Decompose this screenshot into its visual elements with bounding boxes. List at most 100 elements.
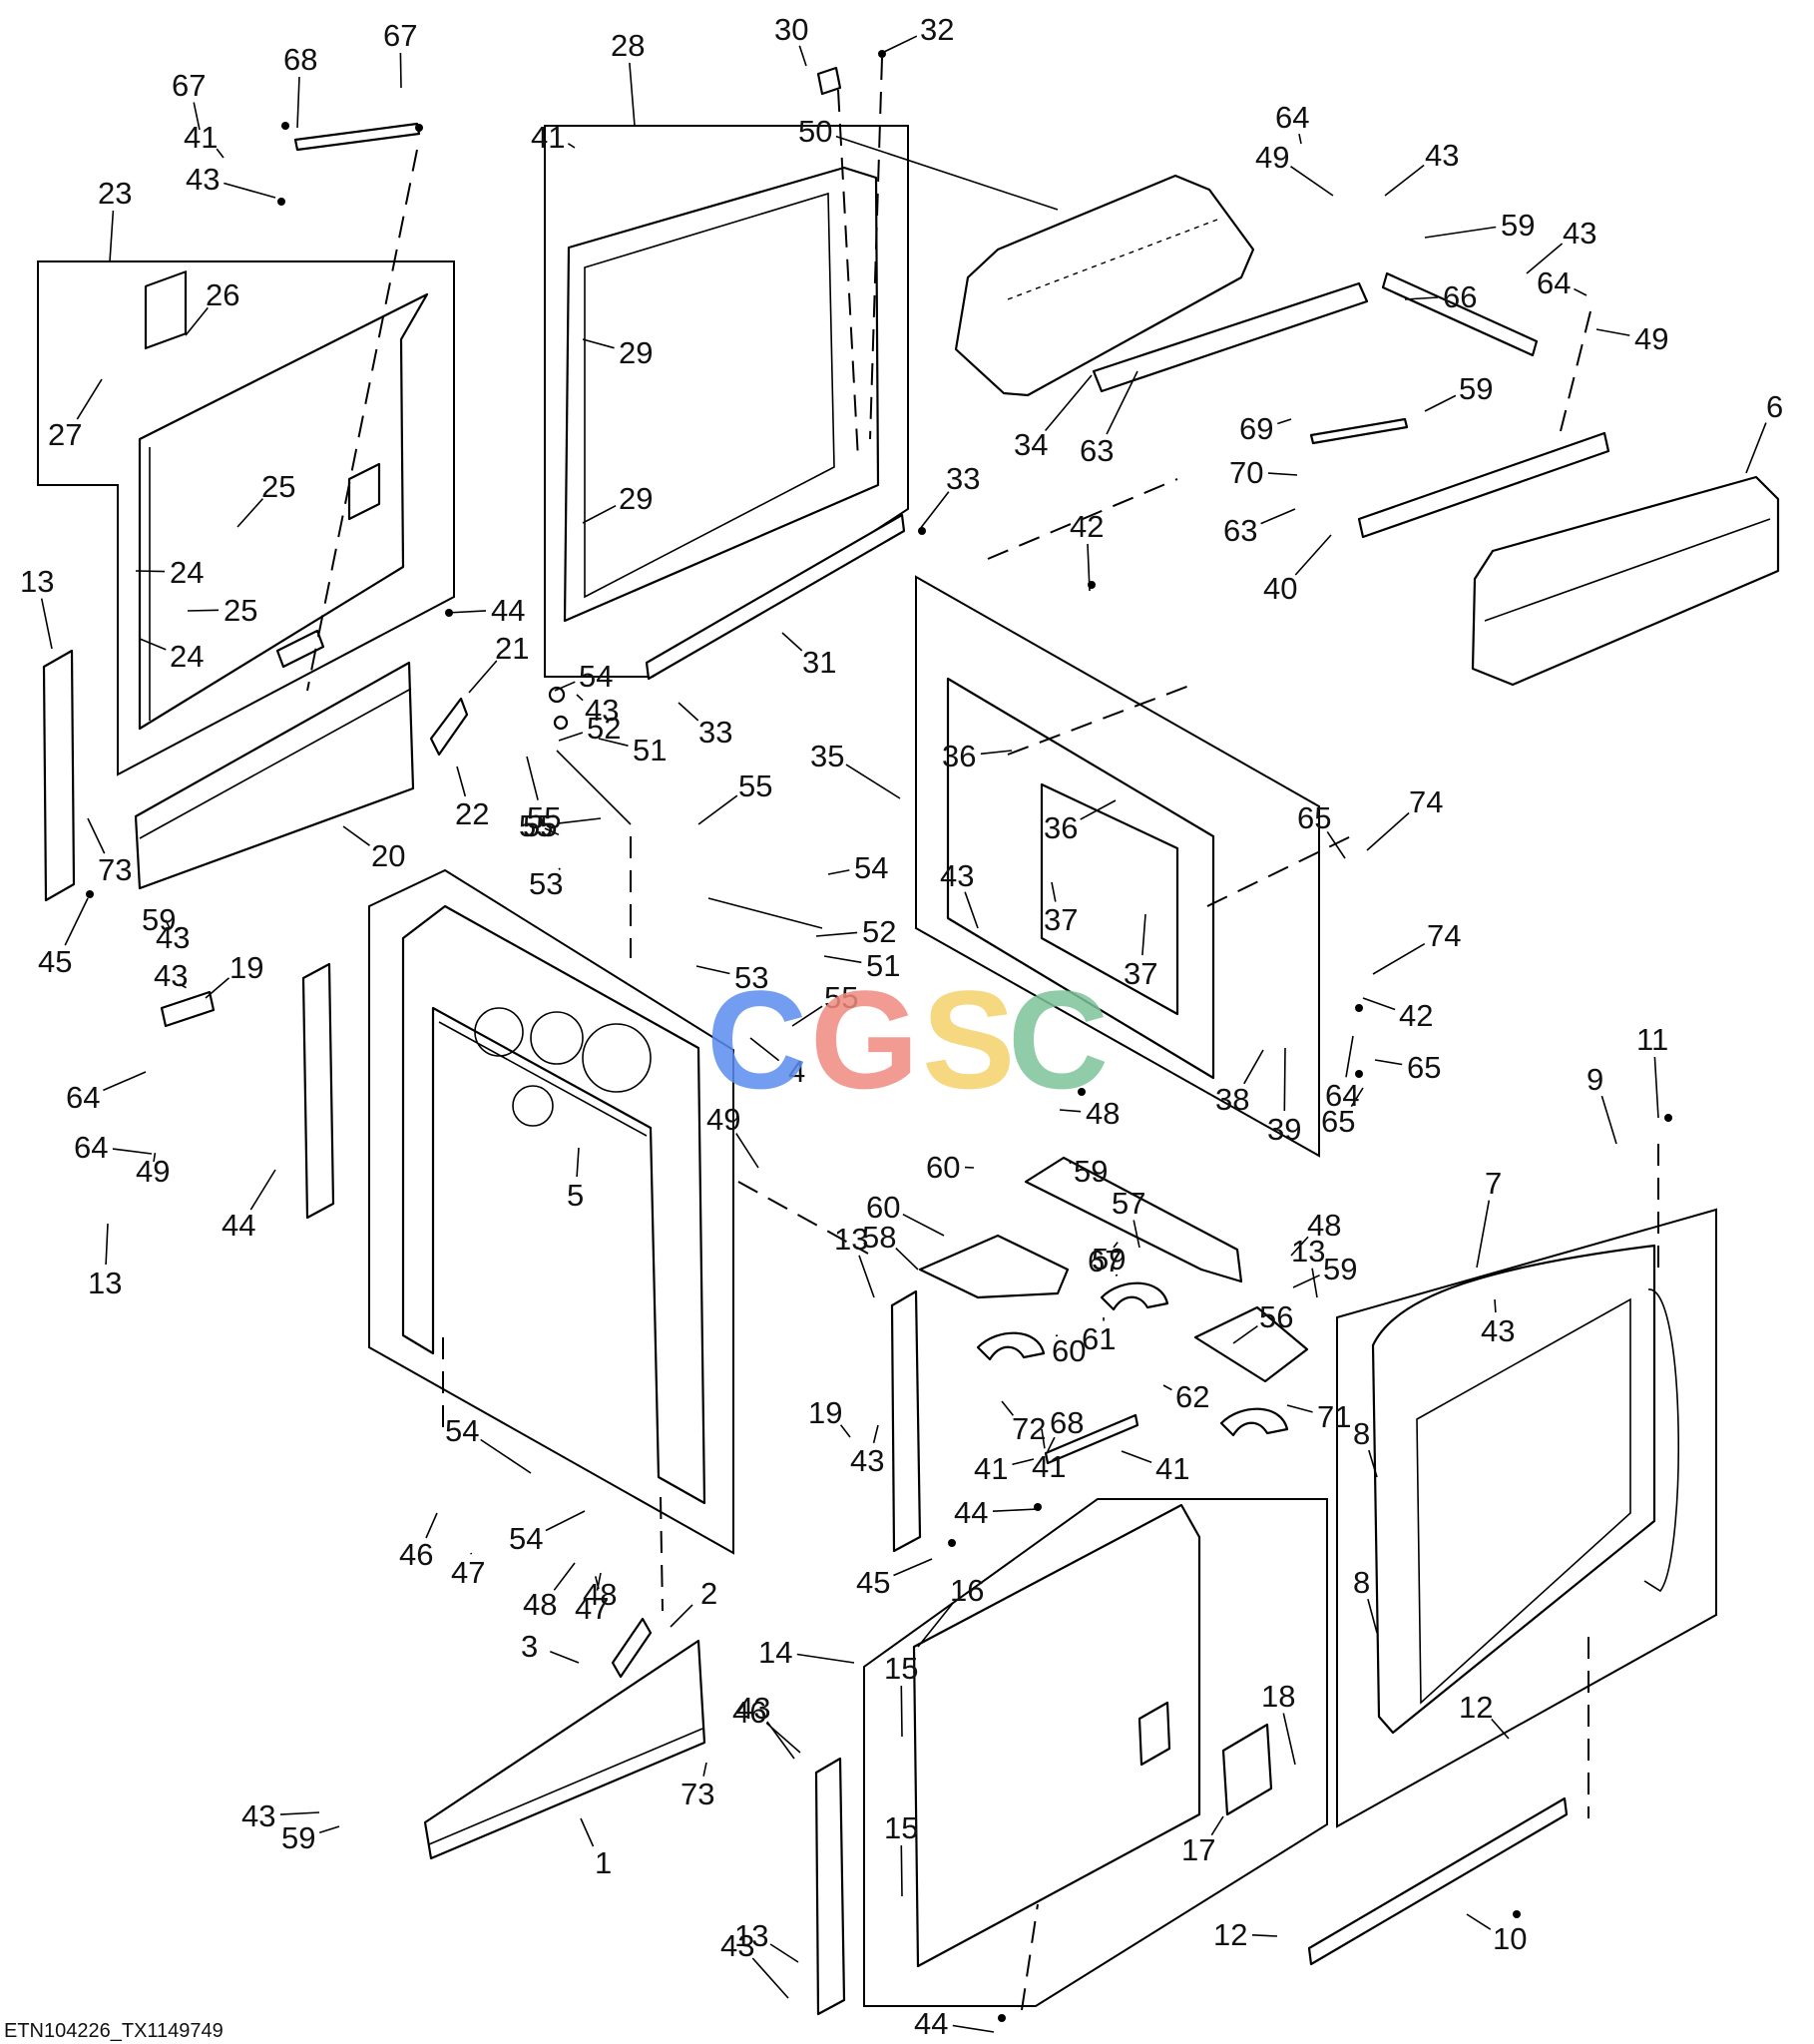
leader-line-44: [952, 2024, 995, 2033]
callout-14: 14: [758, 1635, 792, 1670]
leader-line-44: [446, 610, 487, 614]
leader-line-11: [1653, 1056, 1659, 1119]
callout-13: 13: [88, 1266, 122, 1300]
assembly-line-rail: [987, 478, 1178, 560]
callout-29: 29: [619, 335, 653, 370]
callout-56: 56: [1259, 1299, 1293, 1334]
callout-25: 25: [261, 469, 295, 504]
bracket-40: [1357, 431, 1610, 539]
leader-line-15: [900, 1685, 903, 1738]
leader-line-59: [318, 1825, 340, 1834]
leader-line-67: [193, 102, 201, 131]
callout-43: 43: [720, 1928, 754, 1963]
fastener: [86, 890, 94, 898]
leader-line-5: [576, 1147, 580, 1178]
leader-line-48: [553, 1562, 576, 1591]
clamp-72: [976, 1331, 1046, 1361]
leader-line-43: [1494, 1298, 1497, 1313]
rail-panel: [1092, 281, 1369, 393]
leader-line-72: [1001, 1400, 1015, 1416]
callout-59: 59: [1459, 371, 1493, 406]
leader-line-58: [895, 1248, 919, 1271]
callout-66: 66: [1443, 279, 1477, 314]
leader-line-67: [1115, 1274, 1119, 1277]
callout-43: 43: [1563, 216, 1596, 251]
leader-line-40: [1294, 534, 1332, 576]
leader-line-38: [1243, 1049, 1264, 1085]
leader-line-13: [858, 1255, 875, 1298]
plate-58: [918, 1234, 1070, 1299]
callout-43: 43: [585, 693, 619, 728]
leader-line-63: [1260, 508, 1296, 525]
leader-line-43: [576, 694, 584, 702]
latch-17: [1221, 1723, 1273, 1816]
callout-1: 1: [595, 1845, 612, 1880]
leader-line-43: [751, 1957, 789, 1999]
leader-line-64: [112, 1148, 153, 1155]
callout-43: 43: [156, 920, 190, 955]
leader-line-45: [893, 1558, 933, 1577]
assembly-line-44: [1021, 1903, 1039, 2011]
cover-plate-26: [144, 270, 188, 350]
leader-line-53: [558, 867, 561, 870]
bushing-54: [548, 686, 566, 704]
leader-line-41: [1121, 1450, 1152, 1464]
callout-43: 43: [1481, 1313, 1515, 1348]
leader-line-49: [1595, 328, 1630, 336]
callout-24: 24: [170, 555, 204, 590]
callout-37: 37: [1044, 902, 1078, 937]
watermark-letter: G: [810, 961, 919, 1118]
callout-30: 30: [774, 12, 808, 47]
leader-line-35: [845, 764, 901, 799]
fastener: [277, 198, 285, 206]
callout-54: 54: [579, 659, 613, 694]
leader-line-42: [1362, 997, 1396, 1011]
bracket-19: [160, 990, 216, 1028]
callout-59: 59: [1501, 208, 1535, 243]
fastener: [1355, 1070, 1363, 1078]
callout-67: 67: [172, 68, 206, 103]
leader-line-68: [1047, 1436, 1056, 1452]
callout-12: 12: [1459, 1690, 1493, 1725]
callout-72: 72: [1012, 1411, 1046, 1446]
leader-line-9: [1600, 1095, 1617, 1145]
hinge-bracket: [275, 629, 325, 669]
leader-line-6: [1745, 422, 1767, 474]
callout-44: 44: [914, 2006, 948, 2041]
callout-55: 55: [824, 980, 858, 1015]
leader-line-49: [153, 1152, 157, 1163]
callout-70: 70: [1229, 455, 1263, 490]
callout-23: 23: [98, 176, 132, 211]
leader-line-13: [105, 1223, 109, 1266]
leader-line-20: [342, 825, 370, 846]
callout-10: 10: [1493, 1921, 1527, 1956]
callout-17: 17: [1181, 1832, 1215, 1867]
frame-opening-4: [512, 1085, 554, 1127]
rod-68-lower: [1044, 1413, 1139, 1465]
watermark-letter: S: [922, 961, 1015, 1118]
assembly-line-32: [869, 57, 883, 440]
frame-group-7: [1336, 1208, 1717, 1828]
link-51-lower: [707, 897, 823, 929]
callout-5: 5: [567, 1178, 584, 1213]
leader-line-13: [1311, 1268, 1318, 1298]
cover-6-edge: [1484, 518, 1771, 622]
leader-line-50: [835, 135, 1059, 211]
callout-25: 25: [224, 593, 257, 628]
callout-43: 43: [186, 162, 220, 197]
leader-line-55: [544, 827, 560, 836]
callout-68: 68: [283, 42, 317, 77]
rod-68: [293, 122, 421, 152]
callout-59: 59: [142, 902, 176, 937]
inner-sheet-36: [1040, 782, 1179, 1016]
leader-line-49: [1290, 166, 1334, 197]
callout-59: 59: [1092, 1242, 1126, 1277]
cover-6: [1471, 475, 1780, 687]
leader-line-22: [456, 766, 467, 797]
strip-13-left: [42, 649, 76, 902]
callout-52: 52: [862, 914, 896, 949]
callout-6: 6: [1766, 389, 1783, 424]
leader-line-37: [1141, 913, 1146, 956]
callout-19: 19: [808, 1395, 842, 1430]
fastener: [1355, 1004, 1363, 1012]
